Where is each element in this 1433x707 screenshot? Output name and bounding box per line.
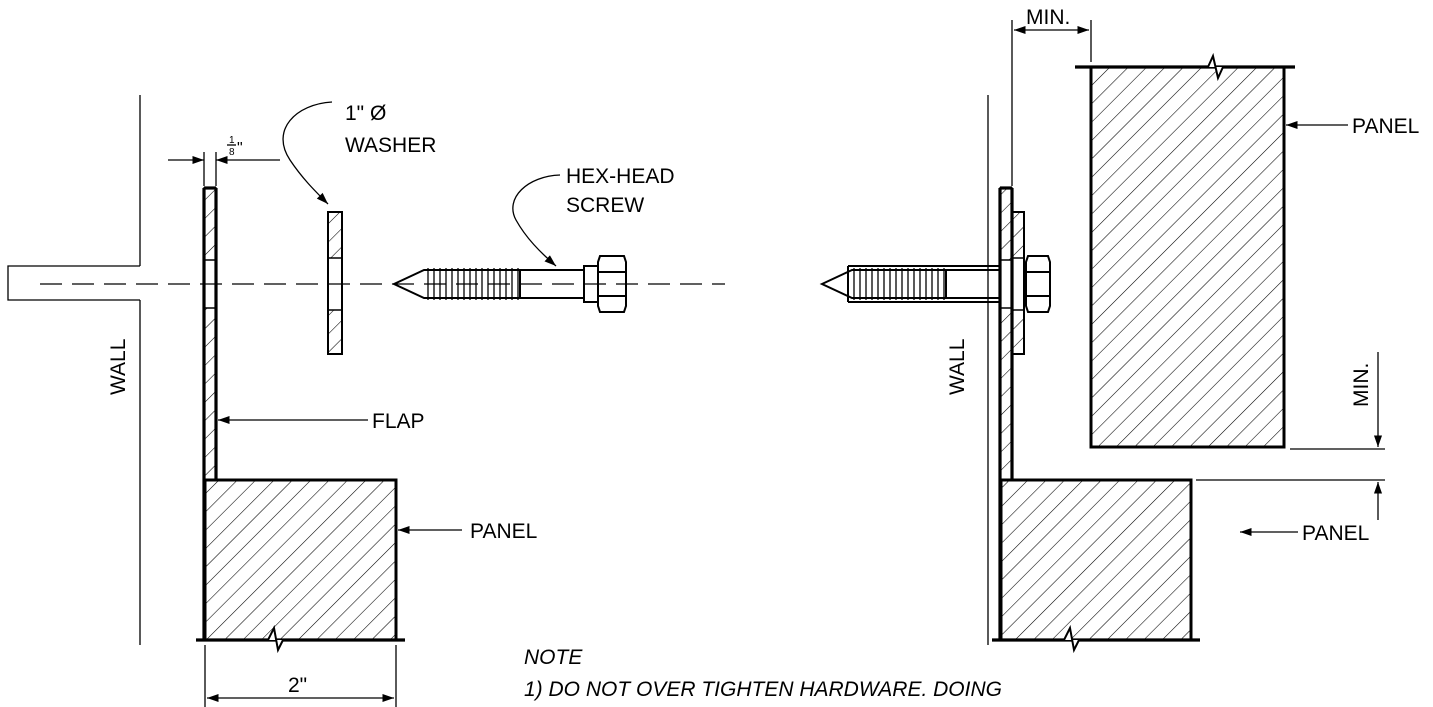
screw-label-line1: HEX-HEAD — [566, 165, 675, 188]
gap-fraction-numerator: 1 — [229, 135, 235, 146]
note-block: NOTE 1) DO NOT OVER TIGHTEN HARDWARE. DO… — [524, 646, 1002, 701]
right-washer — [1011, 211, 1025, 355]
left-washer — [327, 211, 343, 355]
wall-label-right: WALL — [946, 339, 969, 395]
flap-label: FLAP — [372, 410, 425, 433]
min-right-label: MIN. — [1350, 363, 1373, 407]
panel-label-right-top: PANEL — [1352, 115, 1419, 138]
note-title: NOTE — [524, 646, 583, 669]
width-dimension-label: 2" — [288, 674, 307, 697]
screw-leader — [512, 174, 561, 267]
right-assembled-view: MIN. MIN. WALL PANEL PANEL — [819, 6, 1419, 654]
wall-label-left: WALL — [107, 339, 130, 395]
right-hex-head-screw — [819, 255, 1051, 313]
washer-label-line1: 1" Ø — [345, 102, 386, 125]
gap-inch-mark: " — [237, 140, 243, 157]
gap-fraction-denominator: 8 — [229, 147, 235, 158]
panel-label-left: PANEL — [470, 520, 537, 543]
washer-leader — [282, 101, 333, 205]
note-line-1: 1) DO NOT OVER TIGHTEN HARDWARE. DOING — [524, 678, 1002, 701]
right-upper-panel — [1075, 52, 1295, 449]
min-top-label: MIN. — [1026, 6, 1070, 29]
width-dimension — [204, 645, 397, 707]
right-lower-panel — [992, 478, 1200, 654]
min-right-dimension — [1196, 352, 1385, 520]
left-wall — [7, 95, 141, 645]
screw-label-line2: SCREW — [566, 194, 644, 217]
left-panel-block — [196, 478, 405, 654]
left-exploded-view: 1 8 " 1" Ø WASHER HEX-HEAD SCREW WALL FL… — [7, 95, 725, 707]
min-top-dimension — [1011, 20, 1092, 186]
washer-label-line2: WASHER — [345, 134, 436, 157]
gap-dimension — [168, 152, 280, 186]
panel-label-right-bottom: PANEL — [1302, 522, 1369, 545]
